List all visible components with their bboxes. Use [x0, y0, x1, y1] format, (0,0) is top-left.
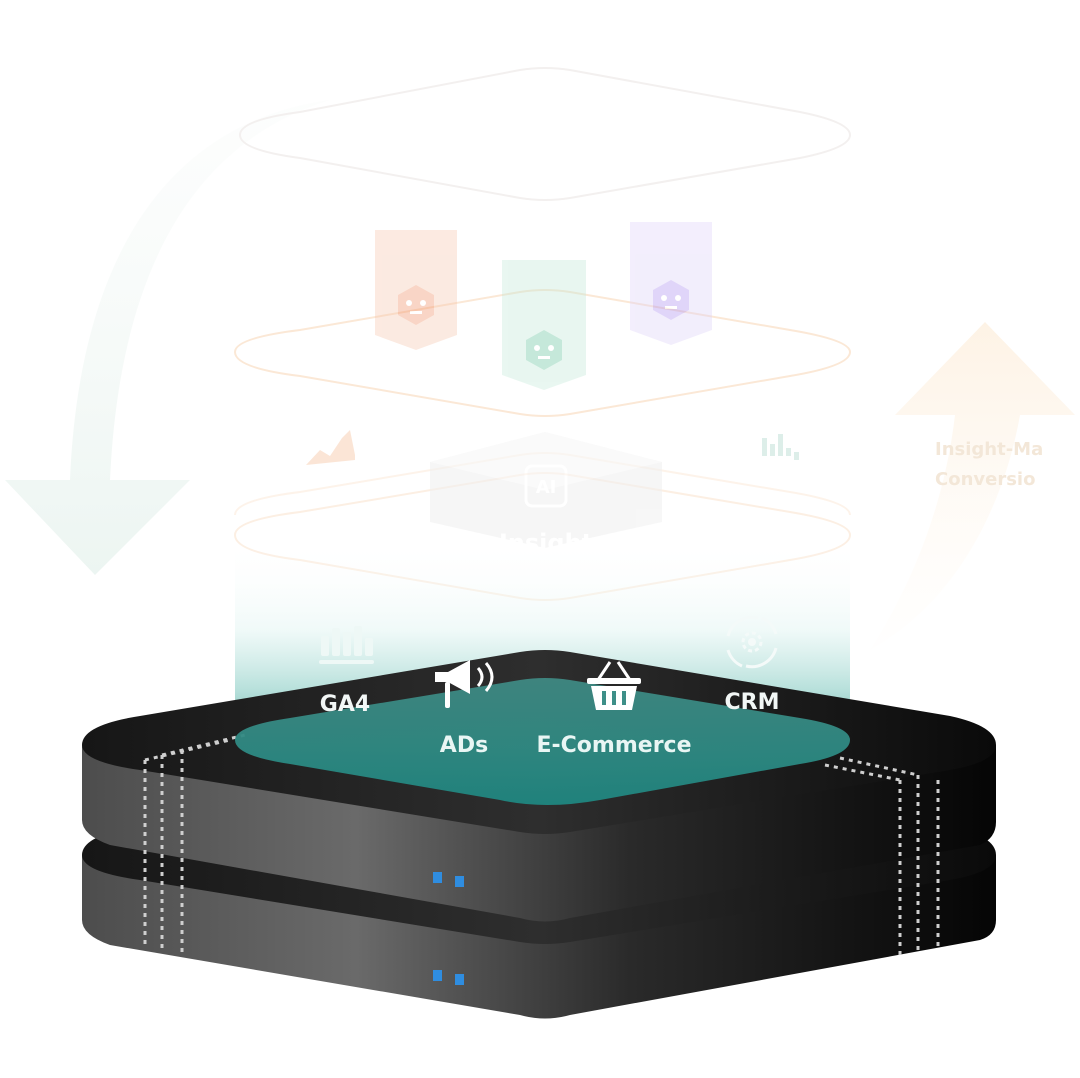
status-led: [433, 872, 442, 883]
source-ads: ADs: [435, 660, 494, 758]
cycle-arrow-right: [870, 322, 1075, 650]
ai-insight-box: AI Insight: [430, 432, 662, 557]
source-label: CRM: [725, 690, 780, 715]
dotted-connectors: [143, 733, 940, 955]
trend-chart-icon: [306, 430, 355, 465]
agent-card-purple: [630, 222, 712, 345]
megaphone-icon: [435, 660, 494, 708]
source-label: GA4: [320, 692, 370, 717]
source-label: ADs: [440, 733, 488, 758]
status-led: [433, 970, 442, 981]
side-text-line2: Conversio: [935, 469, 1035, 490]
ai-chip-icon: AI: [524, 464, 568, 508]
agents-layer-outline: [233, 289, 852, 417]
platform-top-face: [235, 678, 850, 805]
cycle-gear-icon: [726, 615, 778, 669]
status-led: [455, 974, 464, 985]
agent-card-orange: [375, 230, 457, 350]
source-label: E-Commerce: [537, 733, 692, 758]
top-layer-outline: [238, 67, 852, 201]
side-text-line1: Insight-Ma: [935, 439, 1043, 460]
robot-icon: [398, 285, 434, 325]
source-ecommerce: E-Commerce: [537, 661, 692, 758]
ai-chip-label: AI: [536, 477, 557, 498]
source-ga4: GA4: [319, 626, 374, 717]
status-led: [455, 876, 464, 887]
robot-icon: [653, 280, 689, 320]
cycle-arrow-left: [5, 100, 330, 575]
source-crm: CRM: [725, 615, 780, 715]
shopping-basket-icon: [587, 661, 641, 710]
robot-icon: [526, 330, 562, 370]
agent-card-green: [502, 260, 586, 390]
bar-chart-small-icon: [762, 434, 799, 460]
bar-chart-icon: [319, 626, 374, 664]
